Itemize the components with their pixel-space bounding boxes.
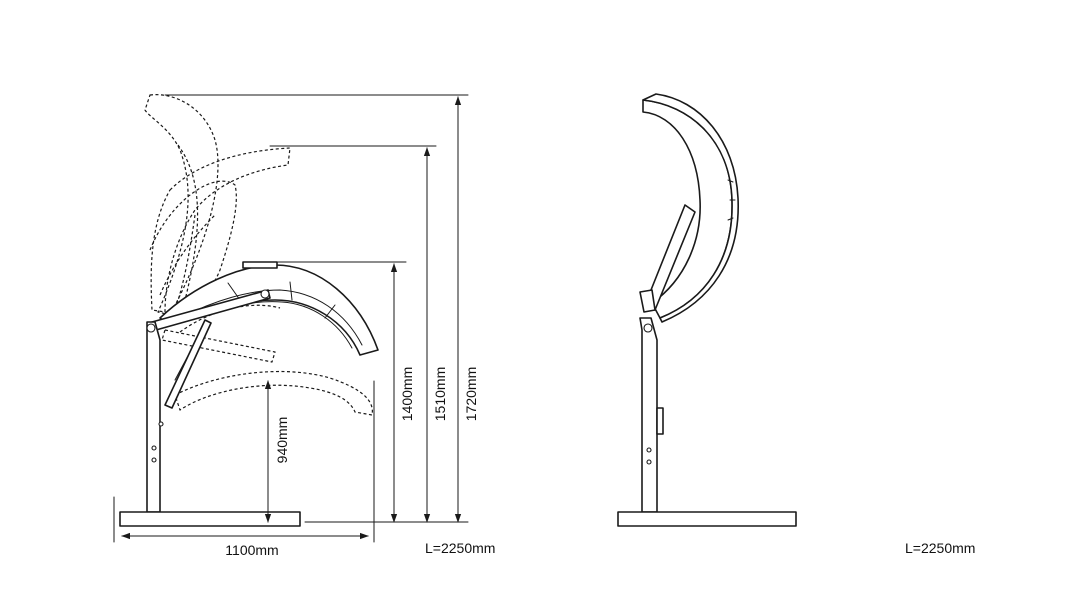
canopy-horizontal [151,261,379,409]
canopy-upright [639,93,739,323]
motion-range-outlines [144,94,373,416]
left-side-view: 940mm 1400mm 1510mm 1720mm 1100mm L=2250… [113,94,495,558]
stand-left [119,321,301,527]
dim-label-1100: 1100mm [225,542,278,558]
stand-right [617,317,797,527]
dimension-arrows-left [121,96,462,540]
length-label-left: L=2250mm [425,540,495,556]
right-side-view: L=2250mm [617,93,975,556]
dim-label-1510: 1510mm [432,367,448,421]
extension-lines-left [113,94,469,543]
dim-label-1720: 1720mm [463,367,479,421]
dim-label-1400: 1400mm [399,367,415,421]
dim-label-940: 940mm [274,417,290,464]
length-label-right: L=2250mm [905,540,975,556]
